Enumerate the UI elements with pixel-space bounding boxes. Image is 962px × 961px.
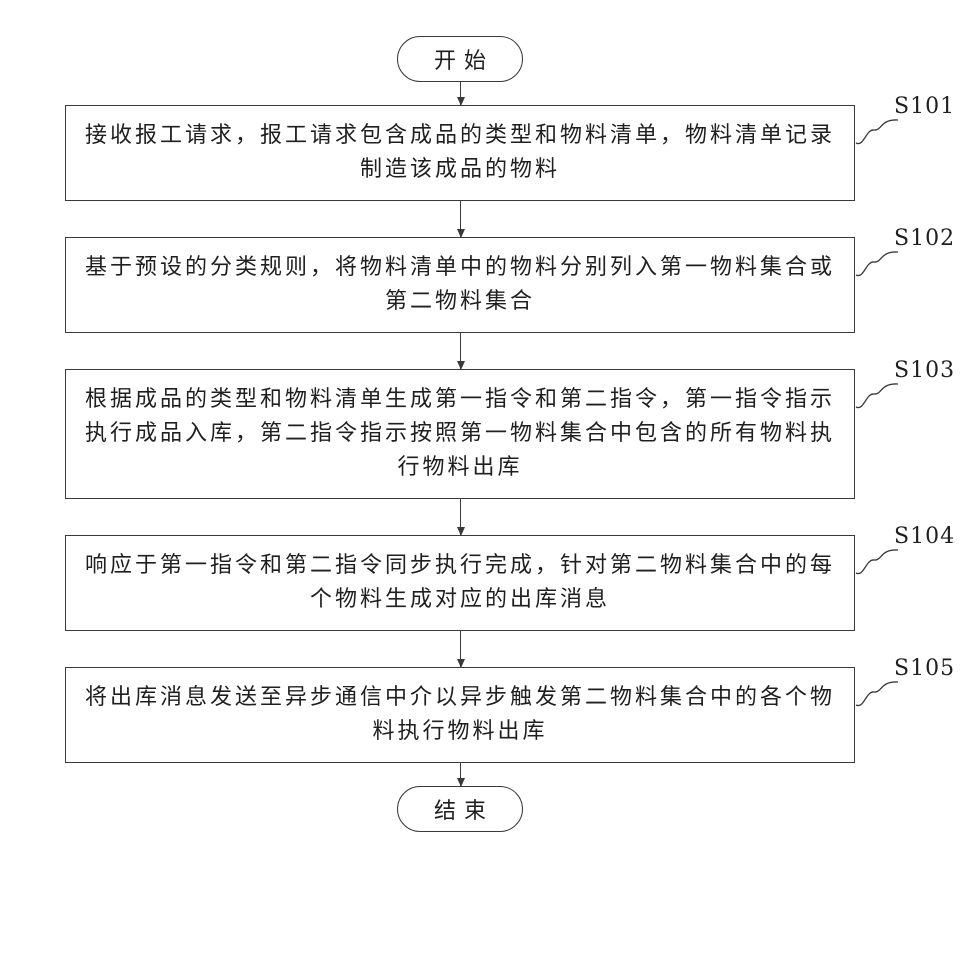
step-id: S105 [894, 656, 956, 681]
start-label: 开始 [433, 49, 494, 74]
connector-arrow [456, 82, 465, 106]
flowchart: 开始 接收报工请求，报工请求包含成品的类型和物料清单，物料清单记录制造该成品的物… [65, 36, 954, 832]
start-terminal: 开始 [397, 36, 523, 82]
leader-curve-icon [855, 681, 899, 707]
leader-curve-icon [855, 549, 899, 575]
leader-curve-icon [855, 251, 899, 277]
step-id: S101 [894, 94, 956, 119]
step-label-group: S104 [855, 520, 960, 580]
step-label-group: S102 [855, 222, 960, 282]
arrowhead-down-icon [456, 659, 465, 668]
step-text: 将出库消息发送至异步通信中介以异步触发第二物料集合中的各个物料执行物料出库 [84, 685, 835, 744]
arrowhead-down-icon [456, 778, 465, 787]
step-box-s101: 接收报工请求，报工请求包含成品的类型和物料清单，物料清单记录制造该成品的物料 S… [65, 94, 954, 201]
step-label-group: S105 [855, 652, 960, 712]
step-label-group: S103 [855, 354, 960, 414]
connector-arrow [456, 631, 465, 668]
step-box-s105: 将出库消息发送至异步通信中介以异步触发第二物料集合中的各个物料执行物料出库 S1… [65, 656, 954, 763]
connector-arrow [456, 499, 465, 536]
leader-curve-icon [855, 119, 899, 145]
leader-curve-icon [855, 383, 899, 409]
connector-arrow [456, 333, 465, 370]
step-box-s104: 响应于第一指令和第二指令同步执行完成，针对第二物料集合中的每个物料生成对应的出库… [65, 524, 954, 631]
connector-arrow [456, 201, 465, 238]
arrowhead-down-icon [456, 361, 465, 370]
connector-arrow [456, 763, 465, 787]
arrowhead-down-icon [456, 229, 465, 238]
step-label-group: S101 [855, 90, 960, 150]
step-id: S103 [894, 358, 956, 383]
end-label: 结束 [433, 799, 494, 824]
step-text: 基于预设的分类规则，将物料清单中的物料分别列入第一物料集合或第二物料集合 [84, 255, 835, 314]
arrowhead-down-icon [456, 527, 465, 536]
end-terminal: 结束 [397, 786, 523, 832]
step-box-s102: 基于预设的分类规则，将物料清单中的物料分别列入第一物料集合或第二物料集合 S10… [65, 226, 954, 333]
step-box-s103: 根据成品的类型和物料清单生成第一指令和第二指令，第一指令指示执行成品入库，第二指… [65, 358, 954, 499]
arrowhead-down-icon [456, 97, 465, 106]
step-text: 响应于第一指令和第二指令同步执行完成，针对第二物料集合中的每个物料生成对应的出库… [84, 553, 835, 612]
step-id: S102 [894, 226, 956, 251]
step-text: 接收报工请求，报工请求包含成品的类型和物料清单，物料清单记录制造该成品的物料 [84, 123, 835, 182]
step-id: S104 [894, 524, 956, 549]
step-text: 根据成品的类型和物料清单生成第一指令和第二指令，第一指令指示执行成品入库，第二指… [84, 387, 835, 480]
